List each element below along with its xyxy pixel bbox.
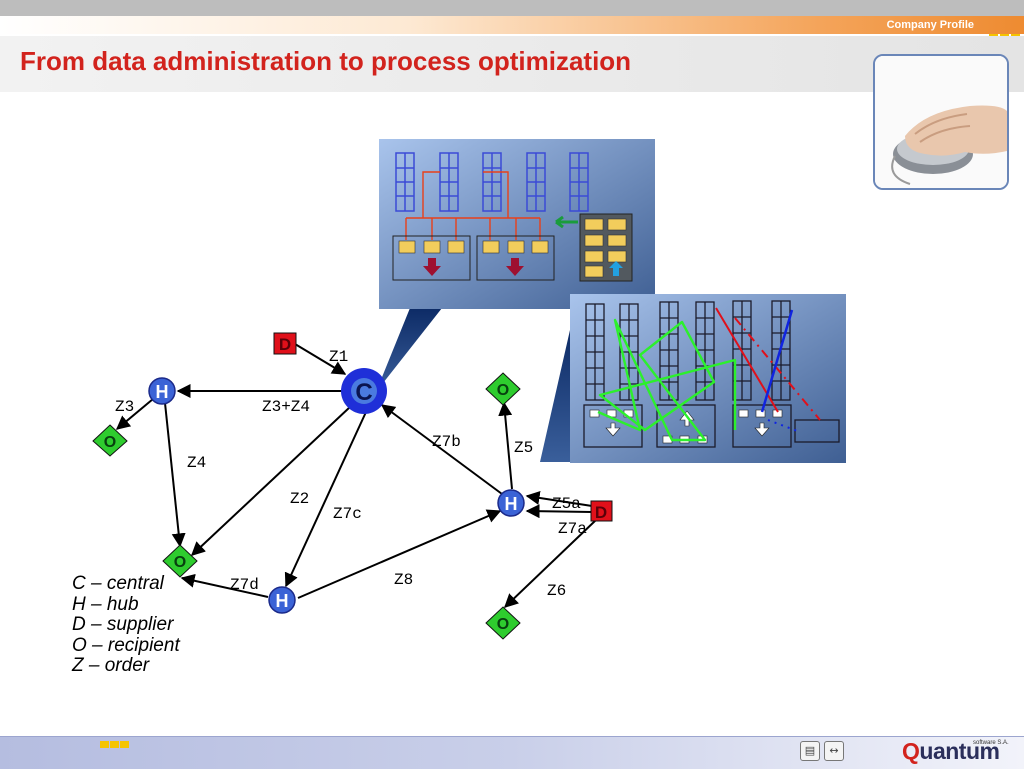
node-recipient-center: O [162, 544, 198, 578]
node-recipient-left: O [92, 424, 128, 457]
edge-z8 [297, 509, 502, 599]
warehouse-inset-right [570, 294, 846, 463]
svg-text:H: H [505, 494, 518, 514]
edge-z7c [284, 411, 367, 588]
warehouse-inset-top [379, 139, 655, 309]
edge-z6 [503, 519, 597, 608]
legend: C – central H – hub D – supplier O – rec… [72, 573, 180, 677]
label-z7a: Z7a [558, 520, 587, 538]
edge-z4 [164, 402, 186, 548]
header-orange-strip [0, 16, 1024, 34]
svg-text:D: D [595, 503, 607, 522]
label-z7d: Z7d [230, 576, 259, 594]
node-central: C [341, 368, 387, 414]
node-recipient-top: O [485, 372, 521, 406]
callout-wedge-right [540, 330, 570, 462]
legend-item-hub: H – hub [72, 593, 139, 615]
node-hub-right: H [497, 489, 525, 517]
label-z7b: Z7b [432, 433, 461, 451]
node-supplier-right: D [590, 500, 613, 522]
edge-z3 [115, 398, 154, 430]
svg-text:C: C [355, 379, 372, 406]
top-gray-bar [0, 0, 1024, 16]
edge-z2 [190, 406, 351, 556]
svg-text:H: H [276, 591, 289, 611]
svg-text:H: H [156, 382, 169, 402]
hand-on-mouse-photo [873, 54, 1009, 190]
label-z1: Z1 [329, 348, 348, 366]
callout-wedge-top [376, 308, 442, 392]
svg-text:O: O [174, 554, 186, 571]
company-profile-label: Company Profile [886, 19, 974, 31]
page-title: From data administration to process opti… [20, 46, 632, 76]
edge-z5a [525, 490, 593, 507]
node-hub-bottom: H [268, 586, 296, 614]
svg-text:O: O [497, 382, 509, 399]
label-z2: Z2 [290, 490, 309, 508]
node-hub-left: H [148, 377, 176, 405]
label-z7c: Z7c [333, 505, 362, 523]
document-nav-icon[interactable]: ▤ [800, 741, 820, 761]
edge-z7b [380, 404, 503, 495]
logo-subtitle: software S.A. [973, 740, 1009, 746]
svg-text:O: O [497, 616, 509, 633]
edge-z7d [180, 573, 269, 598]
quantum-logo: Quantum software S.A. [902, 738, 1009, 764]
swap-nav-icon[interactable]: ↔ [824, 741, 844, 761]
legend-item-supplier: D – supplier [72, 614, 174, 635]
footer-squares-decoration [100, 735, 130, 753]
label-z6: Z6 [547, 582, 566, 600]
legend-item-recipient: O – recipient [72, 634, 180, 656]
label-z5a: Z5a [552, 495, 581, 513]
edge-z7a [525, 504, 593, 519]
svg-text:D: D [279, 335, 291, 354]
node-supplier-top: D [273, 332, 297, 355]
legend-item-order: Z – order [72, 655, 150, 676]
footer-bar [0, 736, 1024, 769]
node-recipient-bottom: O [485, 606, 521, 640]
edge-z1 [294, 343, 347, 375]
title-band [0, 36, 1024, 92]
label-z5: Z5 [514, 439, 533, 457]
footer-nav: ▤↔ [800, 741, 848, 761]
label-z3z4: Z3+Z4 [262, 398, 310, 416]
edge-z5 [498, 401, 513, 490]
svg-text:O: O [104, 434, 116, 451]
label-z3: Z3 [115, 398, 134, 416]
label-z8: Z8 [394, 571, 413, 589]
legend-item-central: C – central [72, 573, 164, 594]
label-z4: Z4 [187, 454, 206, 472]
